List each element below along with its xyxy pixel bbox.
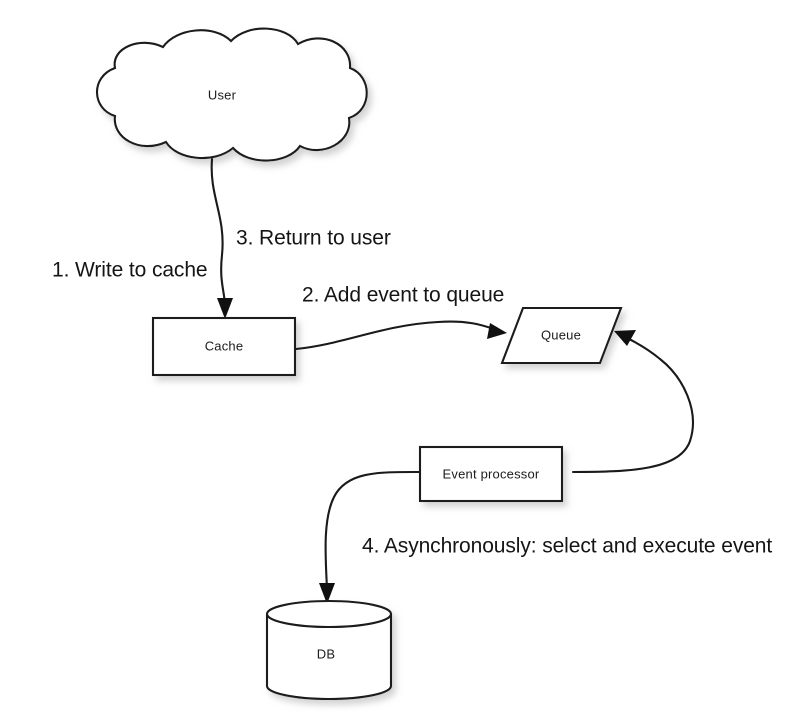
edge-user-to-cache-arrowhead [217,298,233,319]
node-user[interactable]: User [95,27,368,162]
edge-cache-to-queue [294,320,507,351]
edge-cache-to-queue-line [294,320,496,351]
event-processor-shape [420,447,562,501]
node-event-processor-label: Event processor [443,466,540,481]
node-db-label: DB [317,646,335,661]
db-body-outline [265,614,393,701]
edge-proc-to-db-arrowhead [319,583,335,604]
step-label-1: 1. Write to cache [52,259,207,282]
edge-proc-to-db-line [324,470,421,592]
step-label-2: 2. Add event to queue [302,284,504,307]
cache-shape [153,318,295,375]
edge-user-to-cache [210,157,233,319]
edge-cache-to-queue-arrowhead [487,323,507,339]
cloud-shape [96,28,367,161]
node-user-label: User [208,87,237,102]
db-top-ellipse [265,599,393,629]
node-cache[interactable]: Cache [151,316,297,377]
node-queue[interactable]: Queue [500,306,623,365]
node-cache-label: Cache [205,338,244,353]
edge-user-to-cache-line [210,157,227,309]
queue-shape [502,308,621,363]
queue-outline [500,306,623,365]
edge-proc-to-queue-line [571,337,694,474]
node-db[interactable]: DB [265,599,393,701]
cloud-outline [95,27,368,162]
cache-outline [151,316,297,377]
step-label-4: 4. Asynchronously: select and execute ev… [362,535,772,558]
edge-proc-to-queue [571,330,694,474]
edge-proc-to-db [319,470,421,604]
node-queue-label: Queue [541,327,581,342]
edge-proc-to-queue-arrowhead [614,330,636,346]
node-event-processor[interactable]: Event processor [418,445,564,503]
step-label-3: 3. Return to user [236,227,391,250]
event-processor-outline [418,445,564,503]
